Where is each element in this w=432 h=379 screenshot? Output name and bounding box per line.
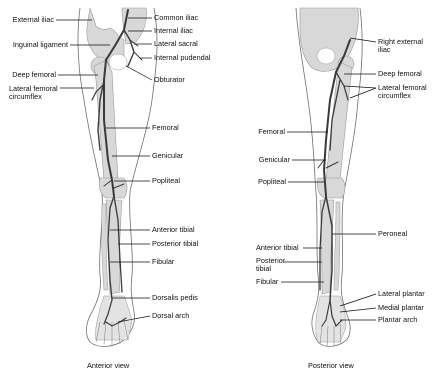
label-femoral-posterior: Femoral (258, 128, 285, 136)
posterior-knee (317, 178, 345, 198)
label-femoral-anterior: Femoral (152, 124, 179, 132)
label-lateral-femoral-circumflex-anterior-line2: circumflex (9, 93, 42, 101)
label-lateral-sacral: Lateral sacral (154, 40, 198, 48)
label-posterior-tibial-posterior-line2: tibial (256, 265, 271, 273)
label-inguinal-ligament: Inguinal ligament (13, 41, 68, 49)
label-anterior-tibial-posterior: Anterior tibial (256, 244, 299, 252)
label-medial-plantar: Medial plantar (378, 304, 424, 312)
label-posterior-tibial-anterior: Posterior tibial (152, 240, 198, 248)
label-peroneal: Peroneal (378, 230, 407, 238)
label-obturator: Obturator (154, 76, 185, 84)
anterior-obturator-foramen (109, 54, 127, 70)
label-right-external-iliac-line2: iliac (378, 46, 391, 54)
posterior-obturator-foramen (317, 48, 335, 64)
label-dorsal-arch: Dorsal arch (152, 312, 189, 320)
label-anterior-tibial-anterior: Anterior tibial (152, 226, 195, 234)
label-internal-iliac: Internal iliac (154, 27, 193, 35)
label-genicular-posterior: Genicular (259, 156, 290, 164)
label-genicular-anterior: Genicular (152, 152, 183, 160)
label-fibular-posterior: Fibular (256, 278, 278, 286)
label-lateral-plantar: Lateral plantar (378, 290, 425, 298)
label-internal-pudendal: Internal pudendal (154, 54, 210, 62)
label-external-iliac: External iliac (13, 16, 54, 24)
caption-anterior-view: Anterior view (87, 361, 129, 370)
label-popliteal-anterior: Popliteal (152, 177, 180, 185)
label-dorsalis-pedis: Dorsalis pedis (152, 294, 198, 302)
label-popliteal-posterior: Popliteal (258, 178, 286, 186)
caption-posterior-view: Posterior view (308, 361, 354, 370)
label-common-iliac: Common iliac (154, 14, 198, 22)
label-fibular-anterior: Fibular (152, 258, 174, 266)
label-plantar-arch: Plantar arch (378, 316, 417, 324)
label-deep-femoral-posterior: Deep femoral (378, 70, 422, 78)
label-lateral-femoral-circumflex-posterior-line2: circumflex (378, 92, 411, 100)
label-deep-femoral-anterior: Deep femoral (12, 71, 56, 79)
